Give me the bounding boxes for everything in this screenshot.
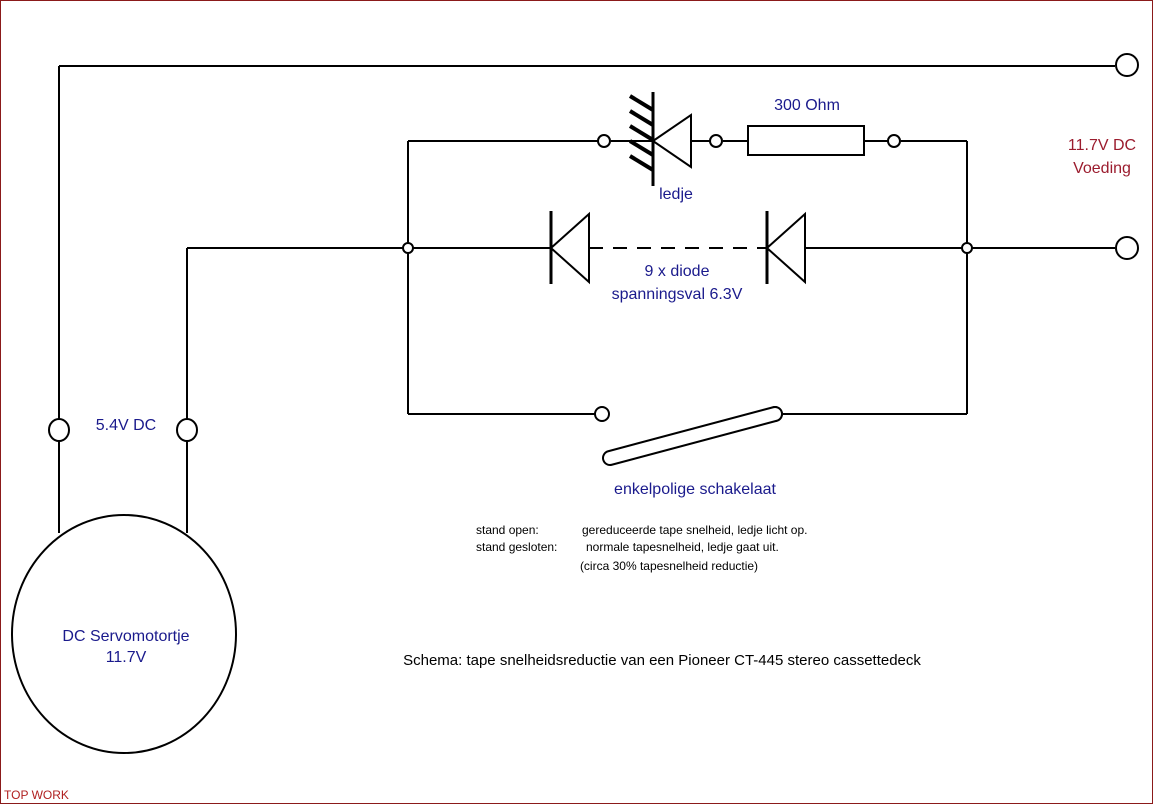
note-closed-key: stand gesloten: [476,540,557,554]
top-supply-wire [58,65,1115,420]
junction-left [402,242,414,254]
dc-servo-motor [11,514,237,754]
resistor-terminal-right [887,134,901,148]
motor-terminal-right [176,418,198,442]
note-open-value: gereduceerde tape snelheid, ledje licht … [582,523,808,537]
switch-label: enkelpolige schakelaat [614,481,776,498]
note-open-key: stand open: [476,523,539,537]
switch-branch [408,406,967,422]
motor-voltage-label: 5.4V DC [96,417,156,434]
led-terminal-right [709,134,723,148]
supply-terminal-top [1115,53,1139,77]
junction-right [961,242,973,254]
diode-symbol-last [765,211,806,285]
resistor-label: 300 Ohm [774,97,840,114]
motor-label-line2: 11.7V [106,649,147,666]
footer-mark: TOP WORK [4,788,69,802]
supply-label-line2: Voeding [1073,160,1131,177]
note-closed-value: normale tapesnelheid, ledje gaat uit. [586,540,779,554]
supply-terminal-bottom [1115,236,1139,260]
motor-label-line1: DC Servomotortje [62,628,189,645]
diodes-label-line2: spanningsval 6.3V [612,286,743,303]
motor-terminal-left [48,418,70,442]
supply-label-line1: 11.7V DC [1068,137,1136,154]
note-reduction: (circa 30% tapesnelheid reductie) [580,559,758,573]
motor-leads [58,247,408,533]
led-label: ledje [659,186,693,203]
diodes-label-line1: 9 x diode [645,263,710,280]
schematic-title: Schema: tape snelheidsreductie van een P… [403,652,921,669]
switch-lever [602,406,783,466]
resistor-300-ohm [747,125,865,156]
diode-symbol-first [549,211,590,285]
led-branch [408,134,967,148]
led-terminal-left [597,134,611,148]
led-symbol [628,92,692,186]
